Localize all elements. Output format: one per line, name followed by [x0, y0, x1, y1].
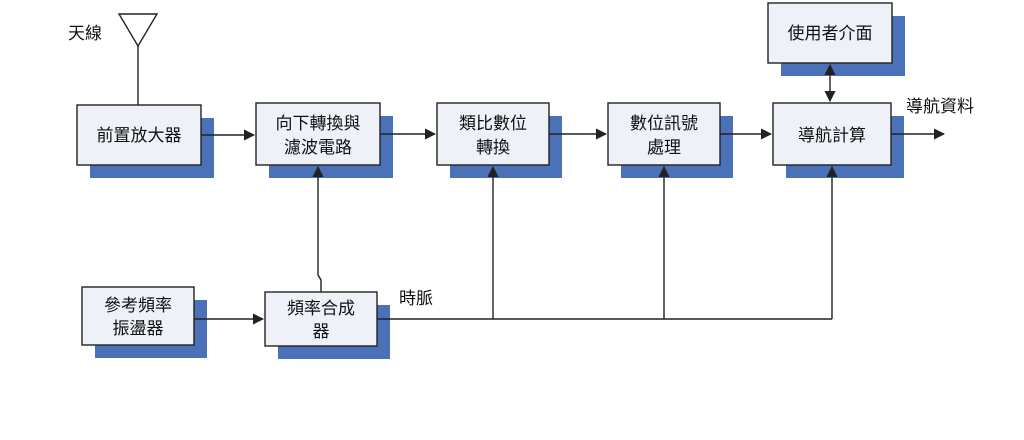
- downconversion-label-line1: 向下轉換與: [276, 114, 361, 134]
- reference-oscillator-block-box: [81, 286, 195, 346]
- user-interface-label: 使用者介面: [788, 23, 873, 44]
- frequency-synthesizer-block: 頻率合成 器: [264, 291, 390, 359]
- adc-block: 類比數位 轉換: [436, 102, 562, 178]
- preamp-label: 前置放大器: [97, 126, 182, 146]
- reference-oscillator-label-line2: 振盪器: [113, 319, 164, 339]
- navigation-computation-block: 導航計算: [772, 102, 904, 178]
- dsp-label-line1: 數位訊號: [630, 114, 698, 134]
- downconversion-label-line2: 濾波電路: [284, 138, 352, 158]
- dsp-block: 數位訊號 處理: [607, 102, 733, 178]
- navigation-data-label: 導航資料: [906, 97, 974, 117]
- user-interface-block: 使用者介面: [767, 2, 905, 76]
- navigation-computation-label: 導航計算: [798, 126, 866, 146]
- preamp-block-box: [76, 104, 202, 166]
- user-interface-block-box: [767, 2, 893, 64]
- frequency-synthesizer-label-line1: 頻率合成: [287, 299, 355, 319]
- adc-label-line1: 類比數位: [459, 114, 527, 134]
- antenna-icon: [117, 13, 159, 105]
- reference-oscillator-block: 參考頻率 振盪器: [81, 286, 207, 358]
- clock-label: 時脈: [399, 289, 433, 309]
- downconversion-filter-block: 向下轉換與 濾波電路: [255, 102, 393, 178]
- navigation-computation-block-box: [772, 102, 892, 166]
- downconversion-filter-block-box: [255, 102, 381, 166]
- dsp-label-line2: 處理: [647, 138, 681, 158]
- reference-oscillator-label-line1: 參考頻率: [104, 296, 172, 316]
- antenna-label: 天線: [68, 24, 102, 44]
- adc-label-line2: 轉換: [476, 138, 510, 158]
- adc-block-box: [436, 102, 550, 166]
- dsp-block-box: [607, 102, 721, 166]
- arrow-synthesizer-to-downconversion: [312, 165, 324, 292]
- preamp-block: 前置放大器: [76, 104, 214, 178]
- frequency-synthesizer-label-line2: 器: [313, 322, 330, 342]
- frequency-synthesizer-block-box: [264, 291, 378, 347]
